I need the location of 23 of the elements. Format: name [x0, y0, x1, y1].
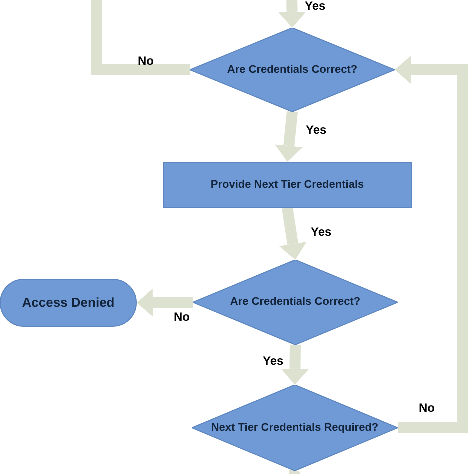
- node-text: Provide Next Tier Credentials: [210, 178, 364, 192]
- decision-diamond: [193, 260, 398, 345]
- arrow: [278, 0, 306, 28]
- arrow: [279, 207, 307, 260]
- node-text: Next Tier Credentials Required?: [211, 420, 379, 436]
- arrow: [395, 56, 468, 434]
- node-text: Are Credentials Correct?: [230, 295, 361, 310]
- arrow: [137, 288, 194, 317]
- edge-label: No: [174, 311, 190, 323]
- process-box: [163, 162, 412, 208]
- arrow: [275, 111, 304, 162]
- edge-label: Yes: [305, 0, 326, 12]
- edge-label: No: [419, 402, 435, 414]
- edge-label: Yes: [306, 124, 327, 136]
- terminator-pill: [0, 279, 137, 327]
- decision-diamond: [192, 385, 398, 471]
- edge-label: Yes: [263, 355, 284, 367]
- arrow: [281, 344, 310, 385]
- decision-diamond: [190, 28, 395, 112]
- node-text: Are Credentials Correct?: [227, 62, 358, 78]
- node-text: Access Denied: [22, 294, 115, 312]
- edge-label: Yes: [311, 226, 332, 238]
- edge-label: No: [138, 55, 154, 67]
